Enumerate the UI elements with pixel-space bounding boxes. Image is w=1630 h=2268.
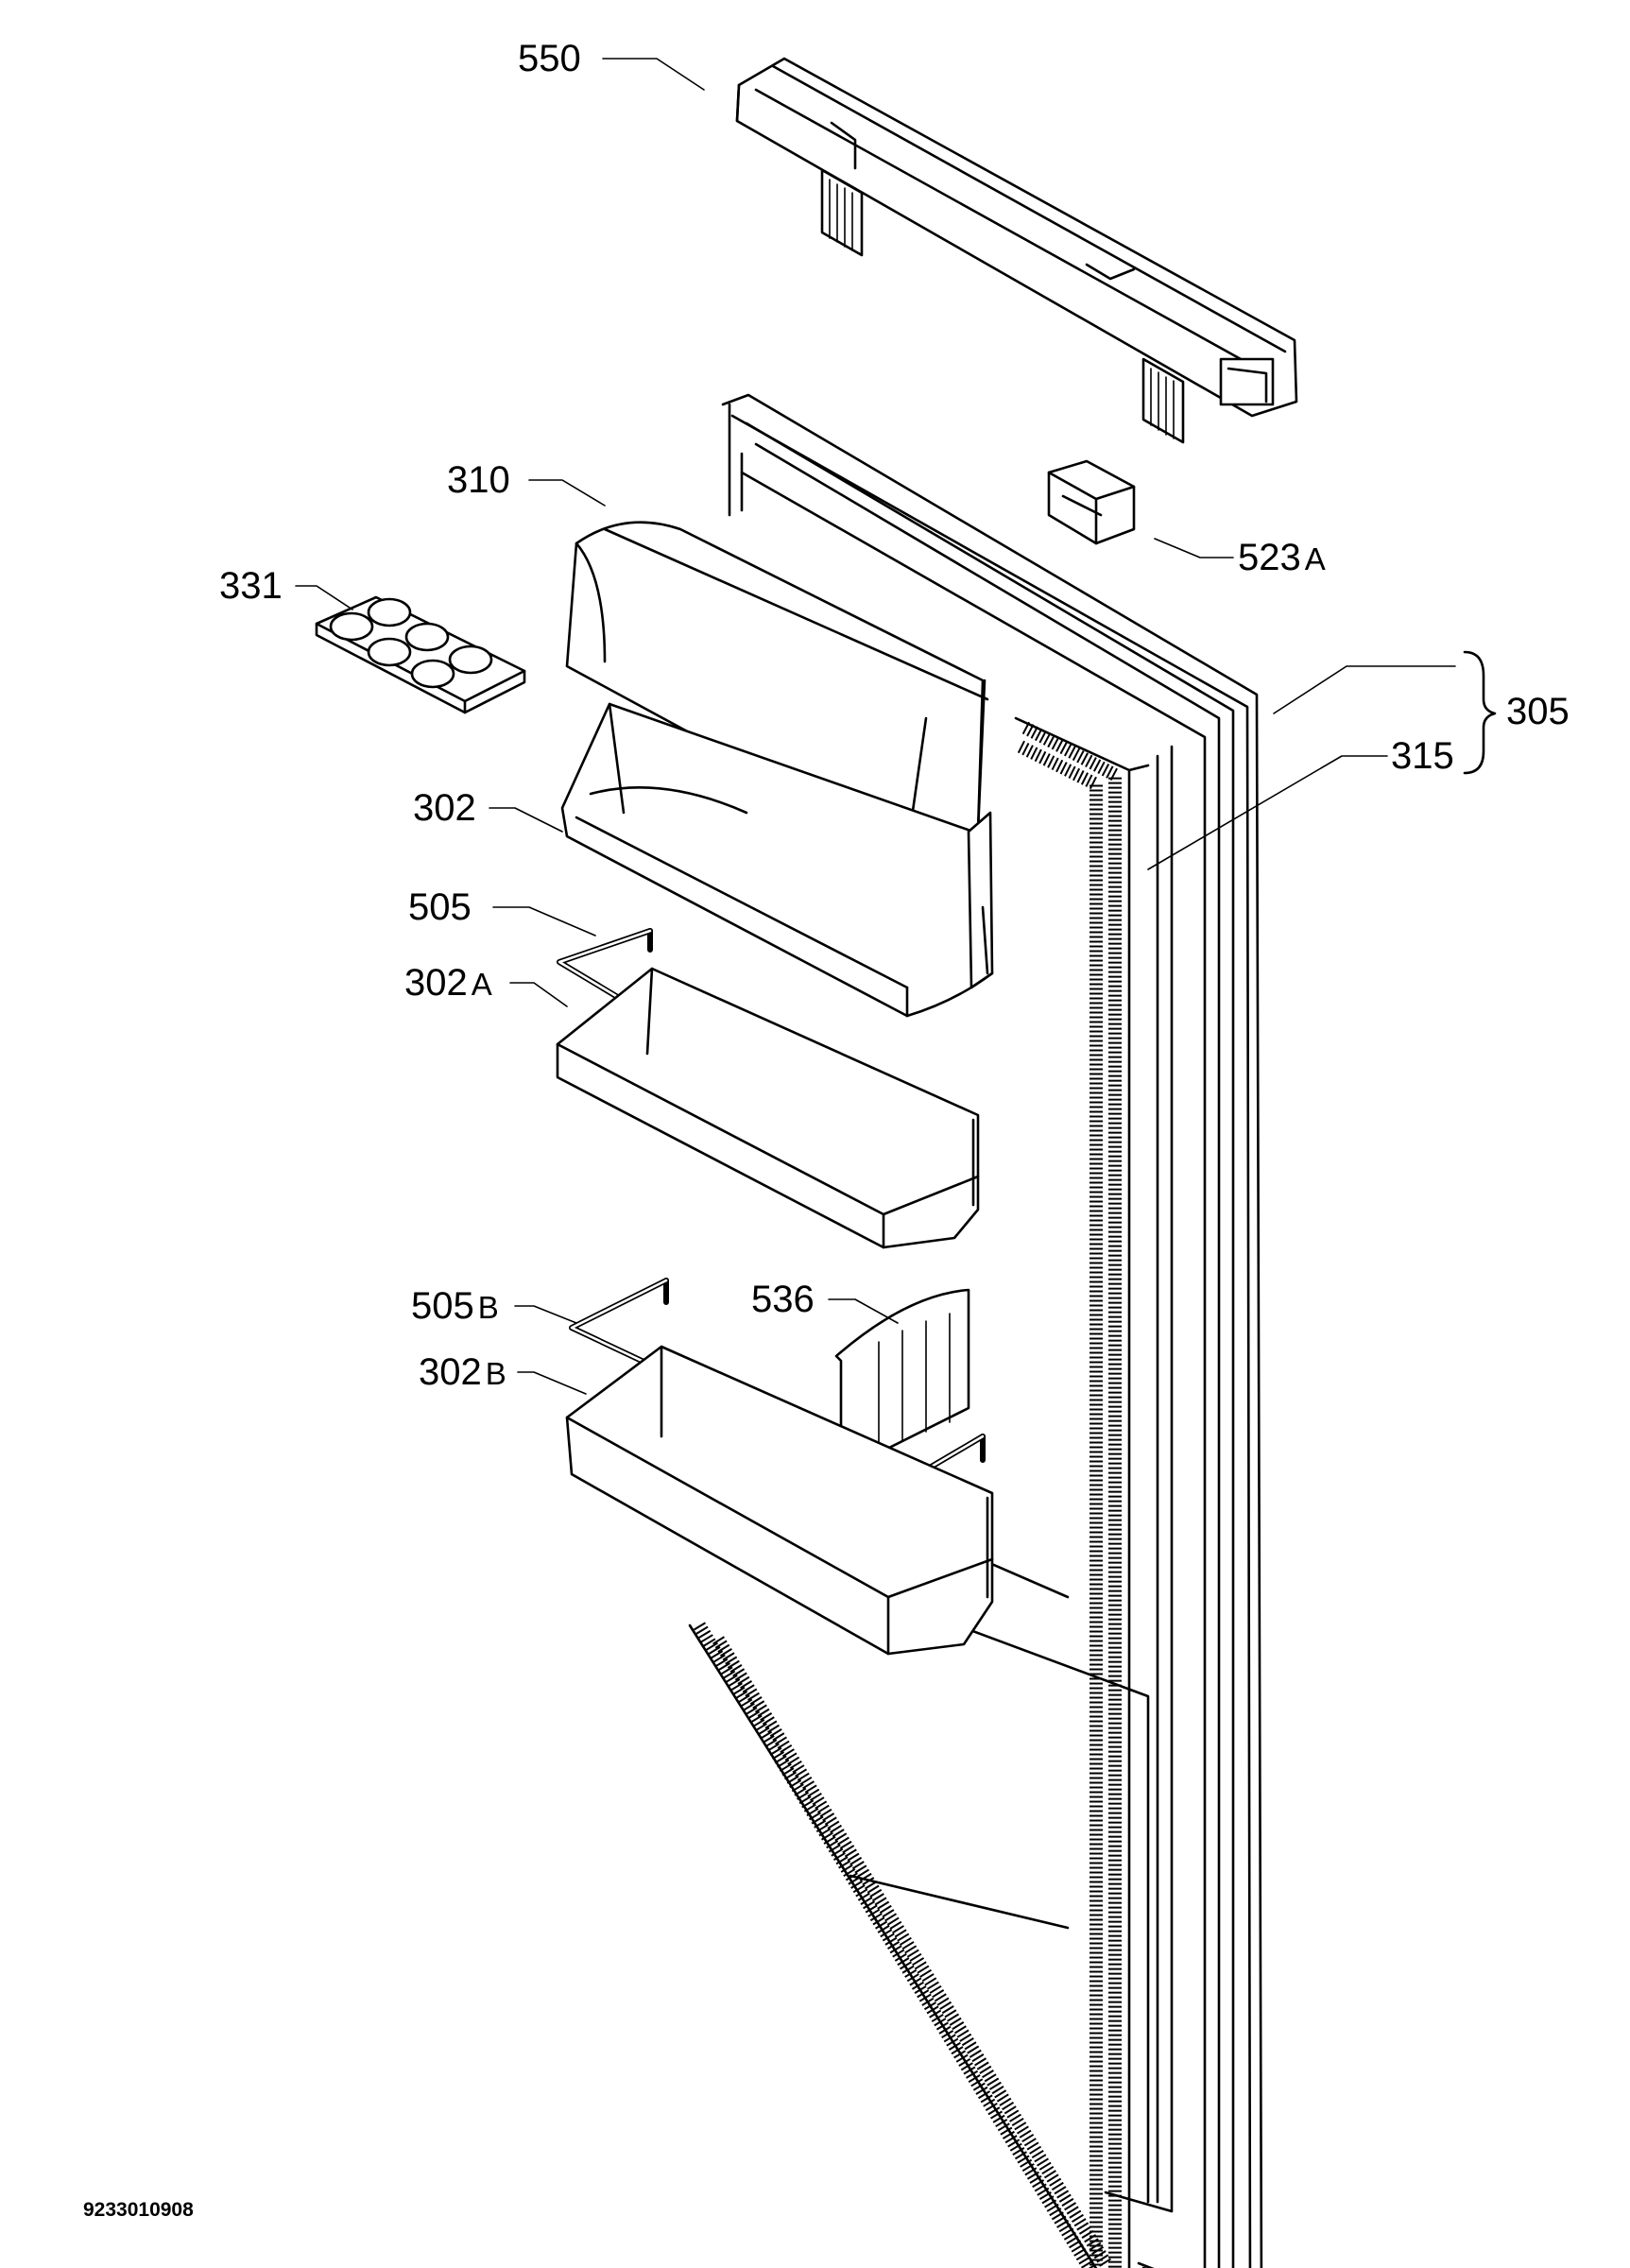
label-315: 315 — [1391, 735, 1454, 777]
label-305: 305 — [1506, 691, 1570, 732]
part-536-divider — [834, 1288, 970, 1462]
label-550: 550 — [518, 38, 581, 79]
part-331-egg-tray — [315, 595, 526, 714]
part-302a-bin — [556, 967, 980, 1249]
label-331: 331 — [219, 565, 283, 607]
part-315-gasket — [688, 716, 1150, 2268]
part-550-hinge-bar — [735, 57, 1298, 444]
label-536: 536 — [751, 1279, 815, 1320]
part-523a-block — [1047, 459, 1136, 545]
label-505: 505 — [408, 886, 472, 928]
label-310: 310 — [447, 459, 510, 501]
document-number: 9233010908 — [83, 2199, 194, 2221]
part-302b-bin — [565, 1345, 994, 1656]
part-302-shelf — [560, 702, 994, 1018]
part-305-door-frame — [721, 393, 1263, 2268]
leader-lines — [295, 58, 1497, 1395]
label-302: 302 — [413, 787, 476, 829]
